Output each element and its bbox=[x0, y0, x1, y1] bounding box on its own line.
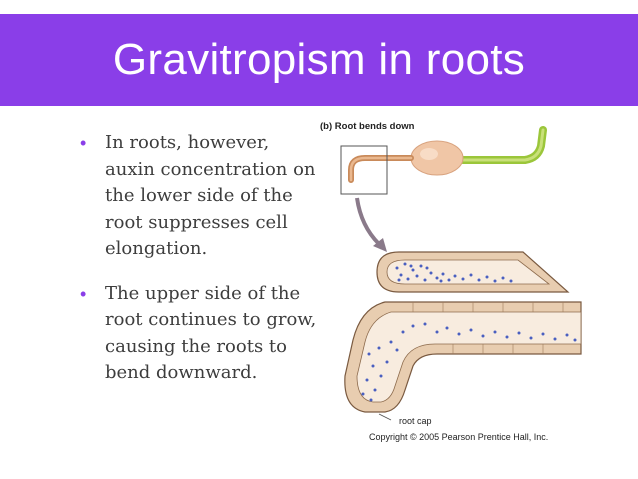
root-diagram-svg bbox=[340, 126, 582, 421]
bullet-item: • The upper side of the root continues t… bbox=[80, 281, 320, 387]
title-bar: Gravitropism in roots bbox=[0, 14, 638, 106]
root-bending-figure: (b) Root bends down bbox=[313, 118, 585, 452]
slide-title: Gravitropism in roots bbox=[112, 35, 526, 84]
bullet-text: The upper side of the root continues to … bbox=[105, 282, 317, 384]
root-section-small bbox=[376, 251, 570, 293]
root-cap-label: root cap bbox=[399, 416, 432, 426]
bullet-dot-icon: • bbox=[80, 133, 87, 153]
bullet-text: In roots, however, auxin concentration o… bbox=[105, 132, 316, 259]
figure-panel-label: (b) Root bends down bbox=[320, 121, 414, 132]
root-section-large bbox=[344, 301, 582, 421]
magnify-arrow bbox=[355, 197, 387, 252]
figure-panel-letter: (b) bbox=[320, 121, 333, 132]
bullet-item: • In roots, however, auxin concentration… bbox=[80, 130, 320, 263]
seedling-illustration bbox=[348, 126, 547, 183]
magnify-box bbox=[340, 145, 388, 195]
bullet-list: • In roots, however, auxin concentration… bbox=[80, 130, 320, 405]
copyright-text: Copyright © 2005 Pearson Prentice Hall, … bbox=[369, 432, 549, 442]
figure-panel-title: Root bends down bbox=[334, 121, 415, 132]
bullet-dot-icon: • bbox=[80, 283, 87, 304]
